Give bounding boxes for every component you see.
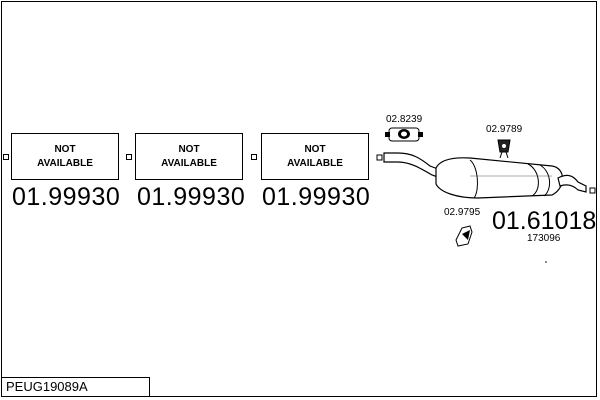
tail-pipe (557, 174, 587, 193)
not-available-box: NOT AVAILABLE (135, 133, 243, 180)
bracket-icon (455, 225, 473, 247)
model-code: PEUG19089A (6, 379, 88, 394)
silencer-band (469, 159, 478, 199)
not-available-line2: AVAILABLE (37, 157, 93, 169)
not-available-line1: NOT (54, 143, 76, 155)
rear-silencer-part-number: 01.61018 (492, 207, 597, 235)
silencer-band (539, 164, 550, 197)
not-available-line1: NOT (178, 143, 200, 155)
part-number: 01.99930 (262, 183, 371, 211)
part-number: 01.99930 (137, 183, 246, 211)
connector-marker (126, 154, 132, 160)
clamp-part-number: 02.8239 (386, 114, 423, 125)
connector-marker (3, 154, 9, 160)
rear-silencer-body (435, 157, 564, 199)
rear-silencer-reference: 173096 (527, 233, 561, 244)
not-available-box: NOT AVAILABLE (261, 133, 369, 180)
pipe-connector (376, 154, 383, 161)
model-code-box: PEUG19089A (1, 377, 150, 397)
hanger-part-number: 02.9789 (486, 124, 523, 135)
not-available-line2: AVAILABLE (161, 157, 217, 169)
bracket-part-number: 02.9795 (444, 207, 481, 218)
clamp-icon (385, 127, 423, 142)
not-available-box: NOT AVAILABLE (11, 133, 119, 180)
part-number: 01.99930 (12, 183, 121, 211)
dot-marker (545, 261, 547, 263)
not-available-line2: AVAILABLE (287, 157, 343, 169)
hanger-icon (497, 139, 511, 159)
silencer-band (527, 163, 539, 197)
connector-marker (251, 154, 257, 160)
not-available-line1: NOT (304, 143, 326, 155)
pipe-connector (589, 187, 596, 194)
